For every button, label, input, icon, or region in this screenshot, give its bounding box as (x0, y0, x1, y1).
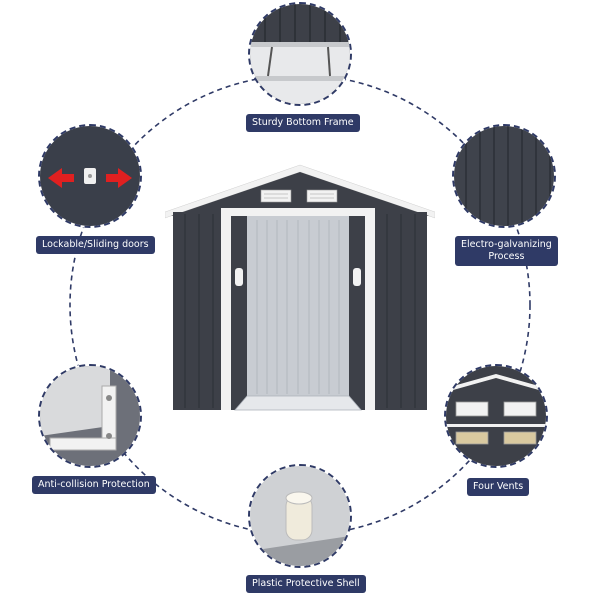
galvanizing-label-line1: Electro-galvanizing (461, 239, 552, 250)
anti-collision-closeup (38, 364, 142, 468)
sliding-doors-label: Lockable/Sliding doors (36, 236, 155, 254)
galvanizing-label-line2: Process (488, 251, 525, 262)
vents-label: Four Vents (467, 478, 530, 496)
right-arrow-icon (106, 168, 132, 188)
vents-closeup (444, 364, 548, 468)
galvanizing-label: Electro-galvanizing Process (455, 236, 558, 266)
bottom-frame-label: Sturdy Bottom Frame (246, 114, 360, 132)
protective-shell-label: Plastic Protective Shell (246, 575, 366, 593)
protective-shell-closeup (248, 464, 352, 568)
anti-collision-label: Anti-collision Protection (32, 476, 156, 494)
vent-left (260, 189, 292, 203)
bottom-frame-closeup (248, 2, 352, 106)
left-arrow-icon (48, 168, 74, 188)
garden-shed-illustration (165, 164, 435, 411)
galvanized-panel-closeup (452, 124, 556, 228)
sliding-doors-closeup (38, 124, 142, 228)
vent-right (306, 189, 338, 203)
